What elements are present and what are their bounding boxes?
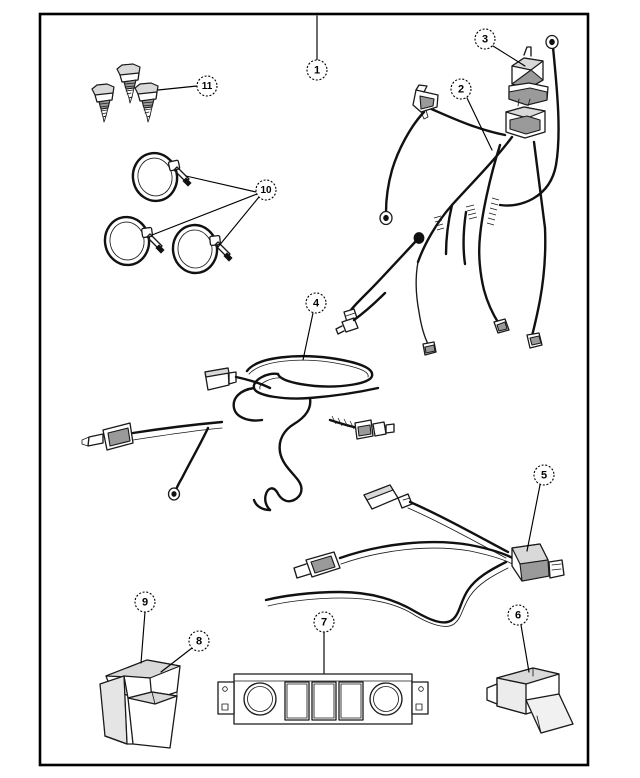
bullet-connector-icon	[354, 419, 395, 440]
part-screws-hex-head	[91, 63, 159, 123]
leader-10a	[185, 175, 257, 193]
callout-4[interactable]: 4	[305, 292, 327, 314]
callout-ring-8	[188, 630, 210, 652]
leader-8	[160, 647, 193, 673]
ring-terminal-icon	[379, 210, 393, 226]
callout-label-1: 1	[314, 65, 320, 77]
callout-ring-7	[313, 611, 335, 633]
ring-terminal-icon	[545, 34, 559, 50]
callout-10[interactable]: 10	[255, 179, 277, 201]
callout-label-8: 8	[196, 636, 202, 648]
bullet-connector-icon	[335, 317, 359, 335]
callout-label-3: 3	[482, 34, 488, 46]
leader-9	[140, 611, 146, 664]
harness-connector-icon	[293, 551, 341, 579]
screw-icon	[134, 82, 159, 123]
callout-ring-2	[450, 78, 472, 100]
leader-5	[526, 484, 541, 552]
callout-ring-1	[306, 59, 328, 81]
callout-label-11: 11	[202, 81, 213, 92]
harness-connector-icon	[511, 543, 565, 582]
leader-4	[302, 312, 314, 361]
harness-connector-icon	[412, 84, 439, 120]
part-cable-tie-straps	[103, 151, 233, 275]
callout-11[interactable]: 11	[196, 75, 218, 97]
callout-6[interactable]: 6	[507, 604, 529, 626]
harness-connector-icon	[363, 484, 413, 510]
wire-ribbing	[486, 197, 500, 226]
leader-10b	[151, 193, 258, 236]
callout-label-10: 10	[260, 185, 272, 196]
bullet-connector-icon	[422, 341, 437, 356]
part-battery-feed-wiring-harness	[343, 34, 560, 356]
harness-connector-icon	[505, 98, 546, 139]
part-switch-rocker-small	[486, 667, 574, 734]
diagram-border	[38, 12, 590, 767]
leader-2	[466, 97, 493, 151]
ring-terminal-icon	[167, 487, 181, 501]
callout-label-5: 5	[541, 470, 547, 482]
callout-label-6: 6	[515, 610, 521, 622]
callout-ring-11	[196, 75, 218, 97]
callout-label-9: 9	[142, 597, 148, 609]
callout-3[interactable]: 3	[474, 28, 496, 50]
part-switch-bezel-panel	[217, 673, 429, 725]
part-connector-wiring-jumper	[264, 484, 565, 627]
part-switch-rocker-body	[99, 659, 181, 749]
callout-7[interactable]: 7	[313, 611, 335, 633]
leader-11	[157, 85, 198, 91]
wire-ribbing	[331, 415, 361, 431]
cable-tie-icon	[103, 215, 165, 267]
callout-2[interactable]: 2	[450, 78, 472, 100]
part-jumper-wire-harness	[81, 291, 395, 512]
callout-ring-6	[507, 604, 529, 626]
part-switch-rocker-face	[127, 691, 178, 749]
wire-ribbing	[465, 204, 478, 220]
cable-tie-icon	[171, 223, 233, 275]
callout-5[interactable]: 5	[533, 464, 555, 486]
harness-connector-icon	[81, 422, 134, 451]
screw-icon	[91, 83, 115, 123]
callout-ring-4	[305, 292, 327, 314]
callout-ring-10	[255, 179, 277, 201]
callout-1[interactable]: 1	[306, 59, 328, 81]
callout-ring-9	[134, 591, 156, 613]
harness-connector-icon	[204, 367, 237, 391]
screw-icon	[116, 63, 141, 104]
bullet-connector-icon	[493, 318, 510, 334]
leader-10c	[217, 196, 260, 248]
callout-ring-3	[474, 28, 496, 50]
callout-9[interactable]: 9	[134, 591, 156, 613]
callout-label-2: 2	[458, 84, 464, 96]
leader-6	[520, 624, 530, 673]
leader-3	[492, 45, 526, 67]
callout-8[interactable]: 8	[188, 630, 210, 652]
callout-label-7: 7	[321, 617, 327, 629]
callout-label-4: 4	[313, 298, 320, 310]
callout-ring-5	[533, 464, 555, 486]
bullet-connector-icon	[526, 332, 543, 349]
cable-tie-icon	[131, 151, 192, 203]
relay-icon	[508, 46, 549, 106]
callout-leaders	[140, 15, 541, 674]
wire-ribbing	[433, 215, 445, 231]
